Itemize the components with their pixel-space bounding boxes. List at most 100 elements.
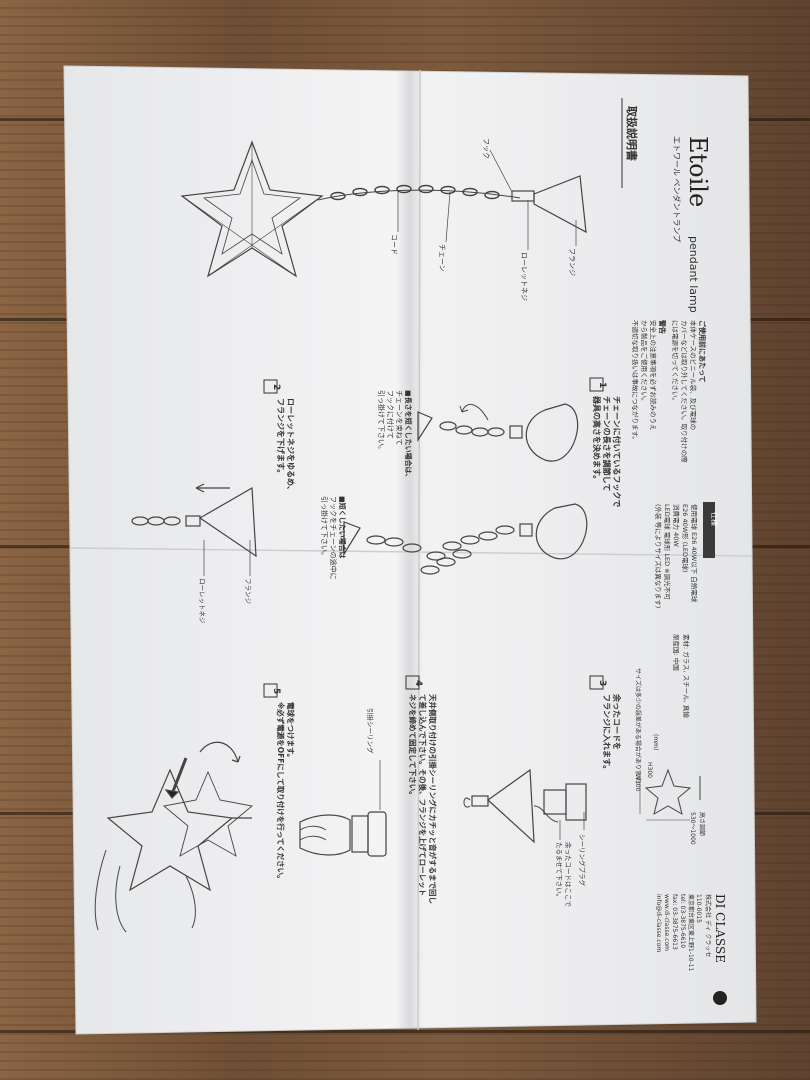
- company-fax: fax: 03-3875-6613: [671, 894, 678, 950]
- company-tel: tel: 03-3875-6610: [679, 894, 686, 948]
- step-3-line: フランジに入れます。: [602, 694, 611, 773]
- step-3-label-cord: 余ったコードはここで たるませて下さい。: [555, 842, 573, 908]
- step-3-number: 3: [597, 680, 607, 686]
- spec-badge-label: 仕様: [710, 512, 719, 526]
- step-5-illustration: [94, 741, 254, 933]
- company-postal: 110-0015: [695, 894, 702, 923]
- step-2-label-screw: ローレットネジ: [198, 578, 206, 624]
- step-3-cord-line: たるませて下さい。: [555, 842, 563, 900]
- step-5-line: 電球をつけます。: [286, 702, 296, 761]
- label-rosette-screw: ローレットネジ: [520, 252, 528, 301]
- spec-badge: [703, 502, 715, 558]
- dimension-illustration: [639, 768, 701, 821]
- step-4-number-box: [405, 675, 420, 690]
- company-name: DI CLASSE: [713, 894, 727, 963]
- cord-length-value: 530〜1000: [689, 812, 696, 845]
- caution-line: 本体ケースのビニール袋、及び電球の: [689, 320, 698, 430]
- plank-seam: [0, 1030, 810, 1033]
- dim-w: W300: [634, 774, 641, 792]
- step-4-illustration: [299, 760, 387, 857]
- step-3-label-plug: シーリングプラグ: [578, 834, 587, 887]
- step-4-label-ceiling: 引掛シーリング: [366, 708, 375, 754]
- spec-line: LED電球 電球形 LED ※調光不可: [663, 504, 672, 600]
- step-3-line: 余ったコードを: [612, 693, 622, 750]
- spec-material-line: 原産国: 中国: [672, 634, 681, 671]
- product-name: Etoile: [684, 136, 712, 207]
- step-1-note-line: ■長さを短くしたい場合は、: [404, 390, 413, 481]
- step-2-illustration: [131, 483, 257, 576]
- step-4-line: 天井側取り付けの引掛シーリングにカチッと音がするまで回し: [428, 694, 438, 904]
- cord-length: 高さ調節 530〜1000: [689, 812, 706, 845]
- step-3-illustration: [463, 768, 587, 844]
- step-2-number: 2: [271, 384, 281, 390]
- dim-h: H300: [646, 762, 653, 778]
- dim-unit: (mm): [652, 734, 659, 750]
- cord-length-label: 高さ調節: [698, 812, 706, 836]
- step-2-label-flange: フランジ: [244, 578, 252, 605]
- company-name-jp: 株式会社 ディ クラッセ: [704, 894, 712, 957]
- step-1-note-line: チェーンを束ねて: [395, 390, 403, 446]
- step-5-text: 電球をつけます。 ※必ず電源をOFFにして取り付けを行ってください。: [276, 702, 296, 883]
- company-email: info@di-classe.com: [655, 894, 662, 952]
- step-1-illustration-b: [343, 503, 588, 575]
- caution-line: には電源を切ってください。: [671, 320, 680, 404]
- spec-line: E26 40W形 (LED電球): [681, 504, 690, 573]
- step-2-number-box: [263, 379, 278, 394]
- spec-material-line: 素材: ガラス, スチール, 真鍮: [682, 634, 691, 718]
- step-3-cord-line: 余ったコードはここで: [564, 842, 573, 908]
- step-1-note-b: ■短くしたい場合は フックをチェーンの途中に 引っ掛けて下さい。: [320, 496, 347, 580]
- caution-line: カバーなどは取り外してください。取り付けの際: [680, 320, 689, 463]
- spec-line: 消費電力 40W: [672, 504, 681, 547]
- caution-line: 不適切な取り扱いは事故につながります。: [631, 320, 640, 443]
- overview-lamp-illustration: [180, 140, 587, 278]
- step-1-number: 1: [597, 382, 607, 388]
- step-1-number-box: [589, 377, 604, 392]
- label-cord: コード: [390, 234, 398, 255]
- spec-lines: 使用電球 E26 40W以下 白熱電球 E26 40W形 (LED電球) 消費電…: [654, 504, 699, 608]
- step-4-number: 4: [413, 680, 423, 686]
- label-hook: フック: [482, 138, 490, 159]
- step-3-number-box: [589, 675, 604, 690]
- step-1-line: 器具の高さを決めます。: [592, 395, 602, 483]
- spec-line: 使用電球 E26 40W以下 白熱電球: [690, 504, 699, 603]
- company-block: DI CLASSE 株式会社 ディ クラッセ 110-0015 東京都台東区東上…: [655, 894, 727, 1005]
- step-5-line: ※必ず電源をOFFにして取り付けを行ってください。: [276, 702, 286, 883]
- paper: [63, 65, 757, 1035]
- step-1-note-a: ■長さを短くしたい場合は、 チェーンを束ねて フックに付けて 引っ掛けて下さい。: [377, 390, 413, 481]
- product-kana: エトワール ペンダントランプ: [672, 136, 682, 242]
- spec-line: (外装 等によりサイズは異なります): [654, 504, 663, 608]
- step-1-note-line: 引っ掛けて下さい。: [377, 390, 386, 453]
- step-4-text: 天井側取り付けの引掛シーリングにカチッと音がするまで回し て差し込んで下さい。そ…: [408, 694, 438, 904]
- step-1-note-line: 引っ掛けて下さい。: [320, 496, 329, 559]
- spec-size-note: サイズは多少の誤差がある場合があります。: [634, 668, 642, 787]
- label-flange: フランジ: [568, 248, 576, 276]
- step-4-line: ネジを締めて固定して下さい。: [408, 694, 418, 799]
- step-4-line: て差し込んで下さい。その後、フランジを上げてローレット: [418, 694, 428, 896]
- step-1-note-line: ■短くしたい場合は: [338, 496, 347, 559]
- step-2-line: フランジを下げます。: [276, 398, 286, 477]
- step-1-note-line: フックに付けて: [386, 390, 395, 439]
- step-5-number: 5: [271, 688, 281, 694]
- company-address: 東京都台東区東上野1-10-11: [687, 894, 695, 972]
- step-1-note-line: フックをチェーンの途中に: [329, 496, 338, 580]
- spec-material: 素材: ガラス, スチール, 真鍮 原産国: 中国: [672, 634, 691, 718]
- label-chain: チェーン: [438, 244, 446, 272]
- company-web: www.di-classe.com: [663, 894, 670, 951]
- step-1-line: チェーンに付いているフックで: [612, 396, 622, 507]
- doc-type: 取扱説明書: [625, 106, 639, 161]
- caution-line: から製品をご使用ください。: [640, 320, 649, 405]
- product-subtitle: pendant lamp: [687, 236, 700, 313]
- step-2-text: ローレットネジをゆるめ、 フランジを下げます。: [276, 398, 296, 494]
- step-1-text: チェーンに付いているフックで チェーンの長さを調節して 器具の高さを決めます。: [592, 395, 622, 507]
- step-2-line: ローレットネジをゆるめ、: [286, 398, 296, 494]
- step-1-illustration-a: [417, 403, 579, 462]
- caution-block: ご使用前にあたって 本体ケースのビニール袋、及び電球の カバーなどは取り外してく…: [631, 320, 707, 463]
- caution-line: ご使用前にあたって: [698, 320, 707, 383]
- caution-line: 警告: [658, 320, 667, 334]
- step-3-text: 余ったコードを フランジに入れます。: [602, 693, 622, 773]
- step-1-line: チェーンの長さを調節して: [602, 396, 612, 491]
- step-5-number-box: [263, 683, 278, 698]
- caution-line: 安全上の注意事項を必ずお読みのうえ: [649, 320, 658, 431]
